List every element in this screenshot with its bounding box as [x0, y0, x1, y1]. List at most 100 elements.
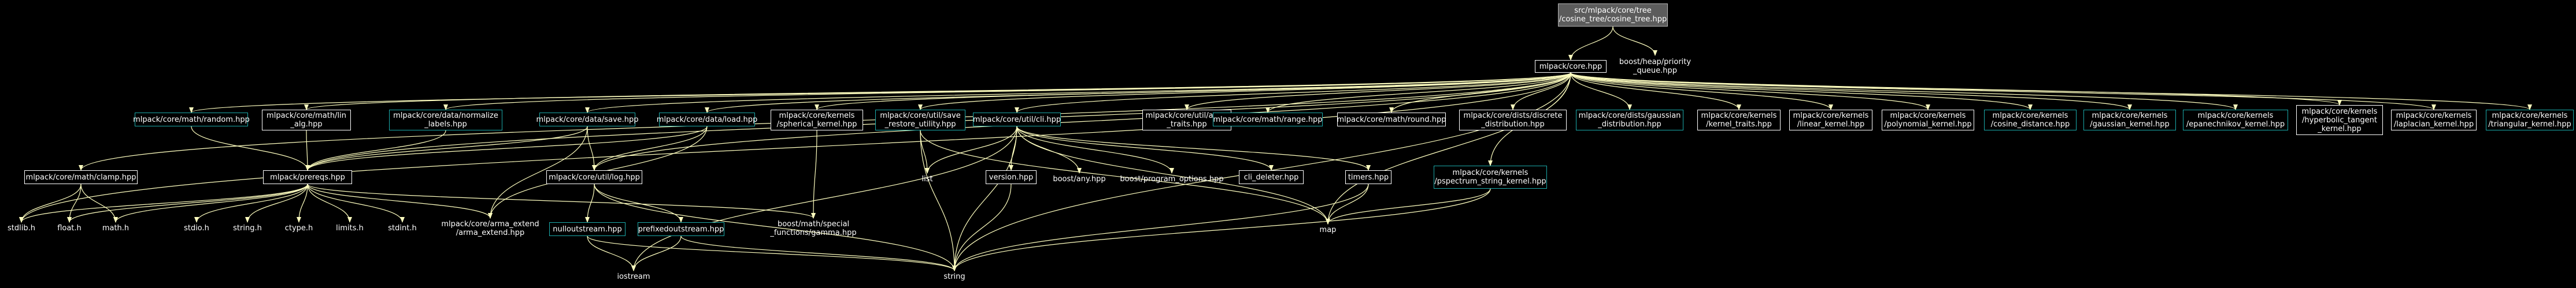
- edge-core-to-lin: [304, 72, 1571, 110]
- node-core[interactable]: mlpack/core.hpp: [1535, 60, 1607, 73]
- edge-core-to-arma_traits: [1185, 72, 1571, 110]
- node-label: stdint.h: [388, 223, 417, 233]
- node-pq: boost/heap/priority _queue.hpp: [1619, 55, 1691, 77]
- node-lin[interactable]: mlpack/core/math/lin _alg.hpp: [262, 110, 351, 130]
- edge-core-to-linear: [1570, 72, 1833, 110]
- node-laplacian[interactable]: mlpack/core/kernels /laplacian_kernel.hp…: [2391, 110, 2477, 130]
- node-root[interactable]: src/mlpack/core/tree /cosine_tree/cosine…: [1558, 3, 1668, 27]
- node-label: mlpack/core/dists/discrete _distribution…: [1463, 111, 1563, 129]
- edge-cli-to-timers: [1016, 126, 1371, 171]
- node-label: mlpack/core/math/clamp.hpp: [25, 173, 136, 182]
- edge-log-to-string: [594, 184, 957, 271]
- node-triangular[interactable]: mlpack/core/kernels /triangular_kernel.h…: [2486, 110, 2574, 130]
- node-timers[interactable]: timers.hpp: [1345, 170, 1391, 184]
- node-polynomial[interactable]: mlpack/core/kernels /polynomial_kernel.h…: [1882, 110, 1974, 130]
- node-log[interactable]: mlpack/core/util/log.hpp: [546, 170, 642, 184]
- node-label: prefixedoutstream.hpp: [638, 225, 724, 234]
- node-iostream: iostream: [616, 271, 651, 282]
- edge-saveres-to-map: [920, 130, 1330, 225]
- node-arma-extend: mlpack/core/arma_extend /arma_extend.hpp: [432, 218, 548, 239]
- node-label: version.hpp: [989, 173, 1034, 182]
- node-tanh[interactable]: mlpack/core/kernels /hyperbolic_tangent …: [2296, 105, 2383, 135]
- node-nystroem[interactable]: mlpack/core/kernels /pspectrum_string_ke…: [1434, 166, 1547, 189]
- node-deleter[interactable]: cli_deleter.hpp: [1239, 170, 1304, 184]
- edge-core-to-triangular: [1570, 72, 2532, 110]
- edge-prereqs-to-math: [113, 184, 308, 223]
- node-discrete[interactable]: mlpack/core/dists/discrete _distribution…: [1459, 110, 1567, 130]
- node-label: stdio.h: [184, 223, 209, 233]
- node-spherical[interactable]: mlpack/core/kernels /spherical_kernel.hp…: [771, 110, 863, 130]
- edge-cli-to-iostream: [631, 126, 1017, 271]
- node-label: mlpack/core/math/lin _alg.hpp: [267, 111, 346, 129]
- edge-nulloutstream-to-string: [587, 235, 957, 271]
- node-kernel-traits[interactable]: mlpack/core/kernels /kernel_traits.hpp: [1697, 110, 1781, 130]
- node-label: string.h: [233, 223, 262, 233]
- edge-core-to-gaussian_k: [1570, 72, 2132, 110]
- node-label: mlpack/core/kernels /epanechnikov_kernel…: [2186, 111, 2285, 129]
- edge-root-to-pq: [1612, 26, 1657, 56]
- node-round[interactable]: mlpack/core/math/round.hpp: [1337, 113, 1446, 126]
- node-string-h: string.h: [228, 222, 267, 234]
- edge-core-to-stdlib: [19, 72, 1571, 223]
- edge-log-to-prefixed: [594, 184, 683, 223]
- edge-cli-to-deleter: [1016, 126, 1274, 171]
- node-save[interactable]: mlpack/core/data/save.hpp: [536, 113, 639, 126]
- node-range[interactable]: mlpack/core/math/range.hpp: [1213, 113, 1323, 126]
- edge-core-to-log: [592, 72, 1571, 171]
- node-gamma: boost/math/special _functions/gamma.hpp: [766, 218, 861, 239]
- node-label: nulloutstream.hpp: [553, 225, 622, 234]
- node-label: cli_deleter.hpp: [1243, 173, 1299, 182]
- node-clamp[interactable]: mlpack/core/math/clamp.hpp: [24, 170, 138, 184]
- node-label: mlpack/core/dists/gaussian _distribution…: [1578, 111, 1681, 129]
- node-version[interactable]: version.hpp: [986, 170, 1037, 184]
- node-label: mlpack/core/kernels /kernel_traits.hpp: [1701, 111, 1777, 129]
- node-gaussian-dist[interactable]: mlpack/core/dists/gaussian _distribution…: [1576, 110, 1683, 130]
- edge-prereqs-to-limits: [307, 184, 352, 223]
- edge-save-to-log: [587, 126, 597, 171]
- edge-core-to-range: [1265, 72, 1571, 113]
- node-label: mlpack/core/math/round.hpp: [1337, 115, 1446, 124]
- edge-prereqs-to-float: [67, 184, 308, 223]
- node-label: boost/program_options.hpp: [1120, 174, 1224, 184]
- node-label: mlpack/core/math/random.hpp: [133, 115, 250, 124]
- node-label: mlpack/core/data/normalize _labels.hpp: [393, 111, 498, 129]
- node-linear[interactable]: mlpack/core/kernels /linear_kernel.hpp: [1789, 110, 1872, 130]
- node-label: ctype.h: [284, 223, 313, 233]
- node-prereqs[interactable]: mlpack/prereqs.hpp: [263, 170, 352, 184]
- edge-prefixed-to-iostream: [631, 235, 682, 271]
- node-label: mlpack/core/kernels /spherical_kernel.hp…: [776, 111, 857, 129]
- node-nulloutstream[interactable]: nulloutstream.hpp: [549, 222, 626, 236]
- node-label: boost/any.hpp: [1053, 174, 1106, 184]
- node-label: float.h: [57, 223, 82, 233]
- node-random[interactable]: mlpack/core/math/random.hpp: [133, 113, 250, 126]
- edge-core-to-epan: [1570, 72, 2238, 110]
- edge-cli-to-string: [952, 126, 1017, 271]
- node-limits: limits.h: [332, 222, 367, 234]
- node-normalize[interactable]: mlpack/core/data/normalize _labels.hpp: [389, 110, 502, 130]
- node-list: list: [916, 173, 939, 185]
- node-epan[interactable]: mlpack/core/kernels /epanechnikov_kernel…: [2183, 110, 2288, 130]
- node-float: float.h: [52, 222, 87, 234]
- edge-save-to-arma_extend: [488, 126, 588, 219]
- node-gaussian-k[interactable]: mlpack/core/kernels /gaussian_kernel.hpp: [2083, 110, 2176, 130]
- node-load[interactable]: mlpack/core/data/load.hpp: [657, 113, 757, 126]
- edge-root-to-core: [1568, 26, 1613, 61]
- node-saveres[interactable]: mlpack/core/util/save _restore_utility.h…: [875, 110, 965, 130]
- edge-log-to-nulloutstream: [585, 184, 595, 223]
- node-cli[interactable]: mlpack/core/util/cli.hpp: [973, 113, 1061, 126]
- node-label: mlpack/core/kernels /pspectrum_string_ke…: [1434, 169, 1546, 186]
- edge-core-to-normalize: [443, 72, 1571, 110]
- node-label: math.h: [102, 223, 129, 233]
- node-label: mlpack/core/kernels /triangular_kernel.h…: [2488, 111, 2571, 129]
- edge-core-to-spherical: [815, 72, 1571, 110]
- edge-core-to-map: [1326, 72, 1571, 225]
- node-label: stdlib.h: [8, 223, 35, 233]
- edge-core-to-cli: [1015, 72, 1571, 113]
- edge-core-to-laplacian: [1570, 72, 2436, 110]
- node-prefixed[interactable]: prefixedoutstream.hpp: [638, 222, 724, 236]
- edge-timers-to-map: [1326, 184, 1369, 225]
- node-label: mlpack/core.hpp: [1539, 62, 1602, 71]
- edge-clamp-to-stdlib: [19, 184, 82, 223]
- node-cosine[interactable]: mlpack/core/kernels /cosine_distance.hpp: [1984, 110, 2077, 130]
